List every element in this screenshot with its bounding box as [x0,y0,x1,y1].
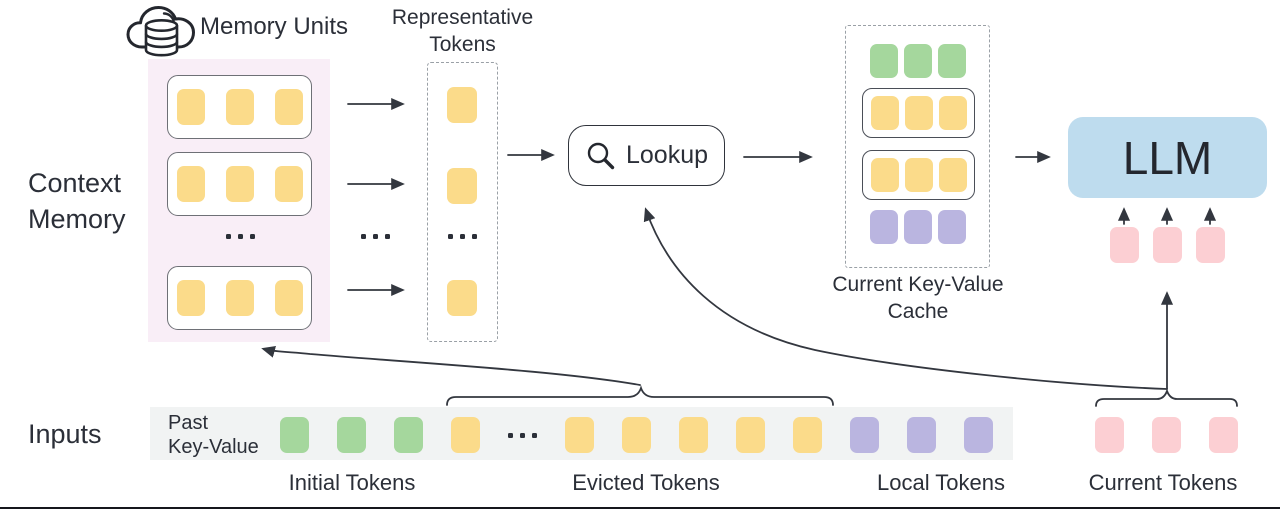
ellipsis-dots [226,234,255,239]
pink-token [1152,417,1181,453]
ellipsis-dots [361,234,390,239]
bottom-rule [0,507,1280,509]
memory-unit [167,75,312,139]
cache-local-tokens [846,210,989,244]
green-token [869,44,898,78]
yellow-token [451,417,480,453]
yellow-token [274,280,303,316]
purple-token [907,417,936,453]
pink-token [1153,227,1182,263]
purple-token [937,210,966,244]
yellow-token [274,166,303,202]
yellow-token [225,166,254,202]
representative-tokens-label: Representative Tokens [391,6,534,56]
evicted-tokens-brace [446,385,834,406]
yellow-token [904,158,933,192]
yellow-token [447,280,477,316]
purple-token [850,417,879,453]
llm-input-tokens [1110,227,1225,263]
yellow-token [176,280,205,316]
current-tokens-brace [1095,388,1238,407]
yellow-token [622,417,651,453]
inputs-label: Inputs [28,419,102,449]
cache-memory-unit [862,88,975,138]
yellow-token [274,89,303,125]
yellow-token [938,96,967,130]
yellow-token [870,158,899,192]
yellow-token [938,158,967,192]
purple-token [964,417,993,453]
purple-token [869,210,898,244]
yellow-token [447,87,477,123]
lookup-label: Lookup [625,141,709,169]
ellipsis-dots [447,234,477,239]
yellow-token [447,168,477,204]
initial-tokens-label: Initial Tokens [288,470,416,495]
green-token [903,44,932,78]
magnifier-icon [587,142,615,169]
pink-token [1095,417,1124,453]
yellow-token [679,417,708,453]
green-token [337,417,366,453]
yellow-token [870,96,899,130]
context-memory-label: Context Memory [28,168,126,234]
past-key-value-label: Past Key-Value [168,412,259,458]
pink-token [1196,227,1225,263]
yellow-token [793,417,822,453]
ellipsis-dots [508,432,537,438]
llm-label: LLM [1122,131,1213,184]
yellow-token [176,89,205,125]
yellow-token [565,417,594,453]
representative-tokens-column [447,87,477,316]
memory-unit [167,266,312,330]
current-tokens-group [1095,417,1238,453]
cache-initial-tokens [846,44,989,78]
yellow-token [736,417,765,453]
llm-box: LLM [1068,117,1267,198]
arrow-evicted-to-memory [261,346,641,386]
memory-units-label: Memory Units [200,13,349,40]
green-token [280,417,309,453]
purple-token [903,210,932,244]
pink-token [1110,227,1139,263]
evicted-tokens-label: Evicted Tokens [572,470,720,495]
context-memory-panel [148,59,330,342]
yellow-token [176,166,205,202]
current-kv-cache-box [845,25,990,268]
lookup-button: Lookup [568,125,725,186]
current-kv-cache-label: Current Key-Value Cache [832,273,1004,323]
cloud-database-icon [126,6,195,57]
representative-tokens-box [427,62,498,342]
green-token [394,417,423,453]
cache-memory-unit [862,150,975,200]
green-token [937,44,966,78]
memory-unit [167,152,312,216]
yellow-token [225,89,254,125]
past-key-value-tokens [280,417,993,453]
pink-token [1209,417,1238,453]
yellow-token [225,280,254,316]
current-tokens-label: Current Tokens [1088,470,1238,495]
yellow-token [904,96,933,130]
local-tokens-label: Local Tokens [876,470,1005,495]
